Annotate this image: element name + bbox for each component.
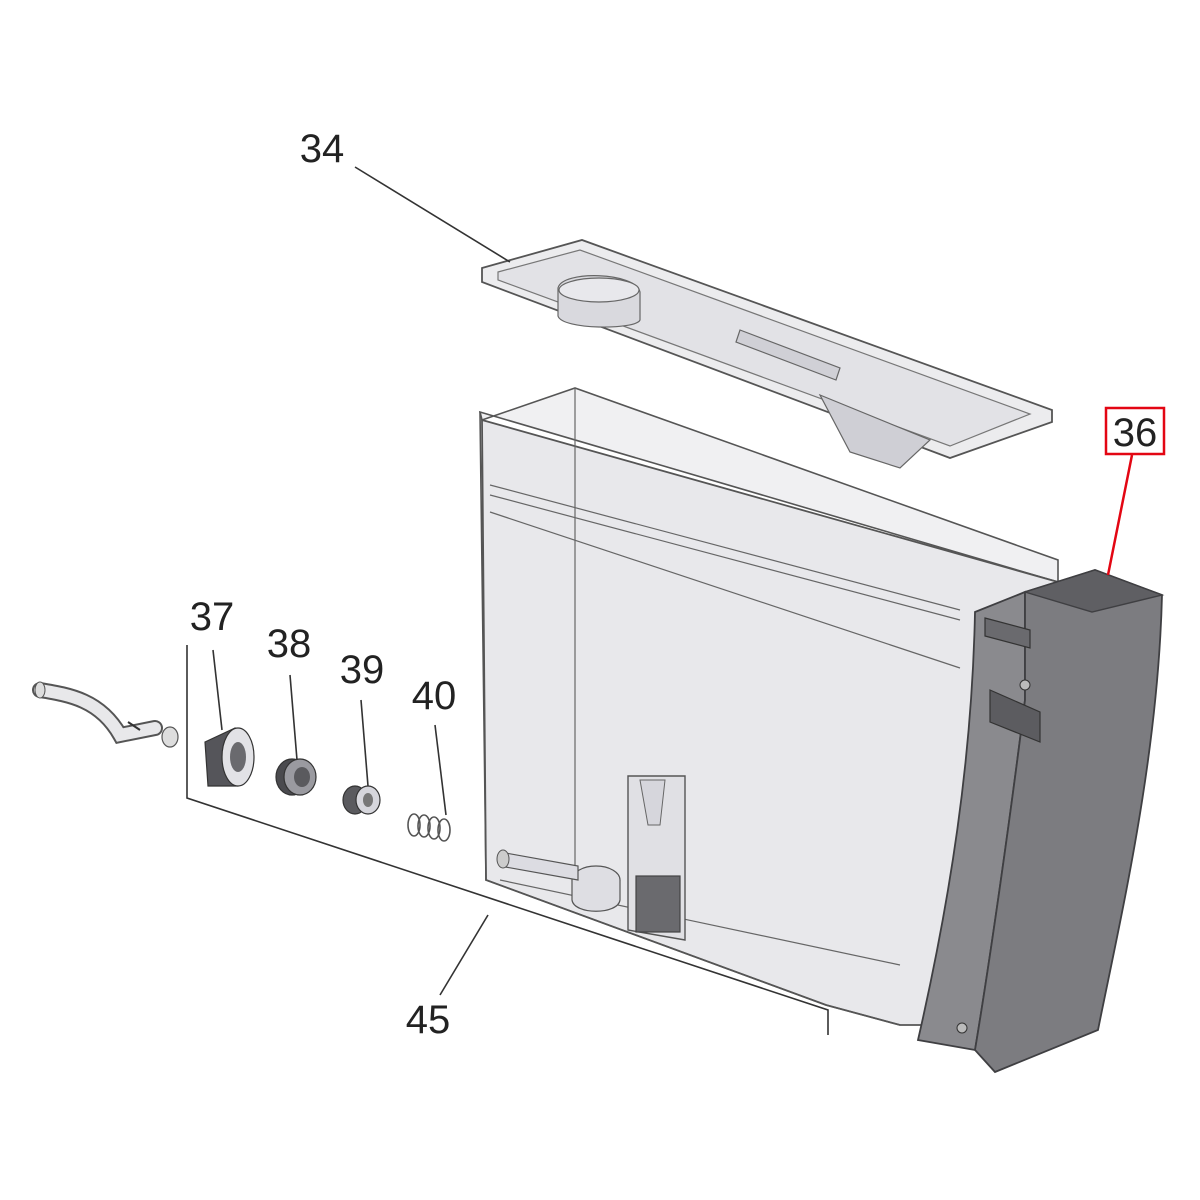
callout-34: 34: [300, 127, 345, 171]
part-36-side-panel[interactable]: [916, 569, 1165, 1074]
part-38[interactable]: [275, 758, 317, 796]
leader-36: [1106, 454, 1134, 576]
callout-37: 37: [190, 595, 235, 639]
leader-37: [212, 649, 223, 731]
leader-40: [434, 724, 447, 816]
callout-38: 38: [267, 622, 312, 666]
part-34-lid[interactable]: [481, 239, 1053, 469]
part-45-tank[interactable]: [478, 387, 1060, 1026]
part-39[interactable]: [342, 785, 381, 815]
leader-39: [360, 699, 369, 787]
bracket-45: [186, 645, 829, 1035]
callout-36: 36: [1113, 411, 1158, 455]
hose: [32, 681, 179, 748]
part-37[interactable]: [204, 727, 255, 787]
callout-36-highlight-box: [1104, 406, 1166, 456]
callout-45: 45: [406, 998, 451, 1042]
leader-38: [289, 674, 298, 761]
callout-40: 40: [412, 674, 457, 718]
leader-34: [354, 166, 511, 263]
callout-39: 39: [340, 648, 385, 692]
leader-45: [439, 914, 489, 996]
part-40-spring[interactable]: [407, 813, 451, 842]
